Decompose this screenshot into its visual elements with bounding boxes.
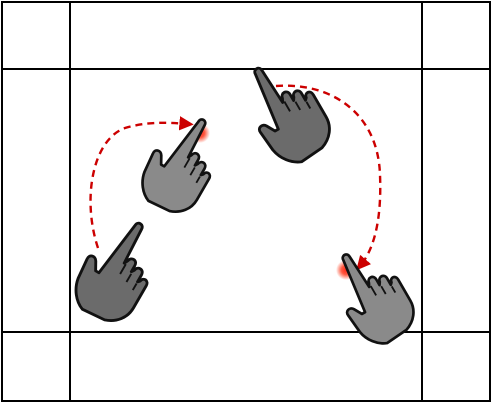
outer-border <box>1 1 491 402</box>
dashed-arrow-right <box>275 84 382 271</box>
left-gesture <box>62 105 235 333</box>
right-gesture <box>230 49 425 355</box>
layout-grid <box>1 1 491 402</box>
dashed-arrow-left <box>89 116 194 249</box>
